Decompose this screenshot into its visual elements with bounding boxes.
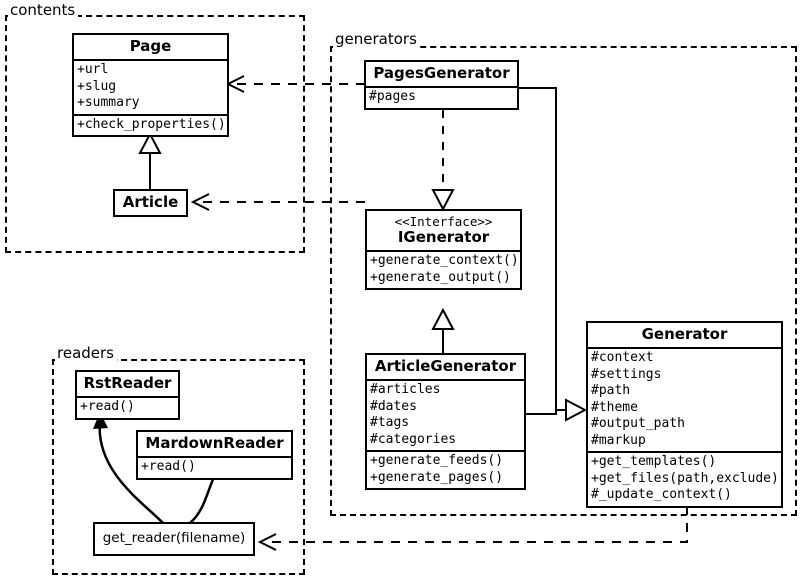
class-operations-page: +check_properties() (74, 113, 227, 136)
package-readers-label: readers (55, 345, 117, 362)
class-box-rst-reader[interactable]: RstReader +read() (75, 370, 180, 420)
class-member: #markup (591, 432, 646, 448)
class-title-igenerator: IGenerator (397, 228, 490, 246)
class-title-article: Article (122, 193, 179, 211)
class-operations-mardown-reader: +read() (138, 456, 291, 478)
function-box-get-reader[interactable]: get_reader(filename) (93, 522, 255, 556)
class-box-article-generator[interactable]: ArticleGenerator #articles #dates #tags … (365, 353, 526, 490)
class-title-pages-generator: PagesGenerator (373, 64, 510, 82)
class-member: +read() (141, 459, 196, 474)
class-attributes-generator: #context #settings #path #theme #output_… (588, 347, 781, 451)
class-member: +generate_feeds() (370, 453, 504, 468)
class-box-page[interactable]: Page +url +slug +summary +check_properti… (72, 33, 229, 137)
class-title-rst-reader: RstReader (83, 374, 172, 392)
class-member: +generate_pages() (370, 469, 504, 485)
class-member: +get_templates() (591, 454, 717, 469)
class-member: #context (591, 350, 654, 365)
class-member: #settings (591, 366, 662, 382)
class-title-article-generator: ArticleGenerator (374, 357, 517, 375)
class-box-igenerator[interactable]: <<Interface>> IGenerator +generate_conte… (365, 209, 522, 290)
class-operations-article-generator: +generate_feeds() +generate_pages() (367, 450, 524, 488)
class-member: #path (591, 383, 631, 398)
class-member: #_update_context() (591, 487, 732, 502)
class-member: +generate_output() (370, 269, 511, 285)
class-title-mardown-reader: MardownReader (145, 434, 284, 452)
package-generators-label: generators (333, 31, 420, 48)
class-member: #tags (370, 415, 410, 430)
class-member: +summary (77, 95, 140, 110)
class-box-mardown-reader[interactable]: MardownReader +read() (136, 430, 293, 480)
class-member: +generate_context() (370, 253, 519, 268)
class-member: #output_path (591, 416, 685, 431)
class-box-generator[interactable]: Generator #context #settings #path #them… (586, 321, 783, 508)
package-contents-label: contents (8, 2, 79, 19)
class-stereotype-igenerator: <<Interface>> (394, 214, 493, 229)
class-title-generator: Generator (641, 325, 728, 343)
class-attributes-pages-generator: #pages (366, 86, 517, 108)
package-readers (52, 359, 305, 575)
class-member: #categories (370, 431, 457, 447)
class-box-pages-generator[interactable]: PagesGenerator #pages (364, 60, 519, 110)
class-attributes-article-generator: #articles #dates #tags #categories (367, 379, 524, 450)
class-title-page: Page (129, 37, 172, 55)
function-title-get-reader: get_reader(filename) (102, 530, 246, 546)
class-member: +slug (77, 78, 117, 94)
class-member: #theme (591, 399, 638, 415)
package-contents (5, 15, 305, 253)
class-member: +url (77, 62, 109, 77)
class-operations-rst-reader: +read() (77, 396, 178, 418)
class-attributes-page: +url +slug +summary (74, 59, 227, 114)
class-member: #dates (370, 398, 417, 414)
class-member: #pages (369, 89, 416, 104)
class-member: +read() (80, 399, 135, 414)
class-member: +check_properties() (77, 116, 226, 132)
class-operations-igenerator: +generate_context() +generate_output() (367, 250, 520, 288)
class-operations-generator: +get_templates() +get_files(path,exclude… (588, 451, 781, 506)
class-box-article[interactable]: Article (113, 189, 188, 217)
class-member: +get_files(path,exclude) (591, 470, 779, 486)
class-member: #articles (370, 382, 441, 397)
